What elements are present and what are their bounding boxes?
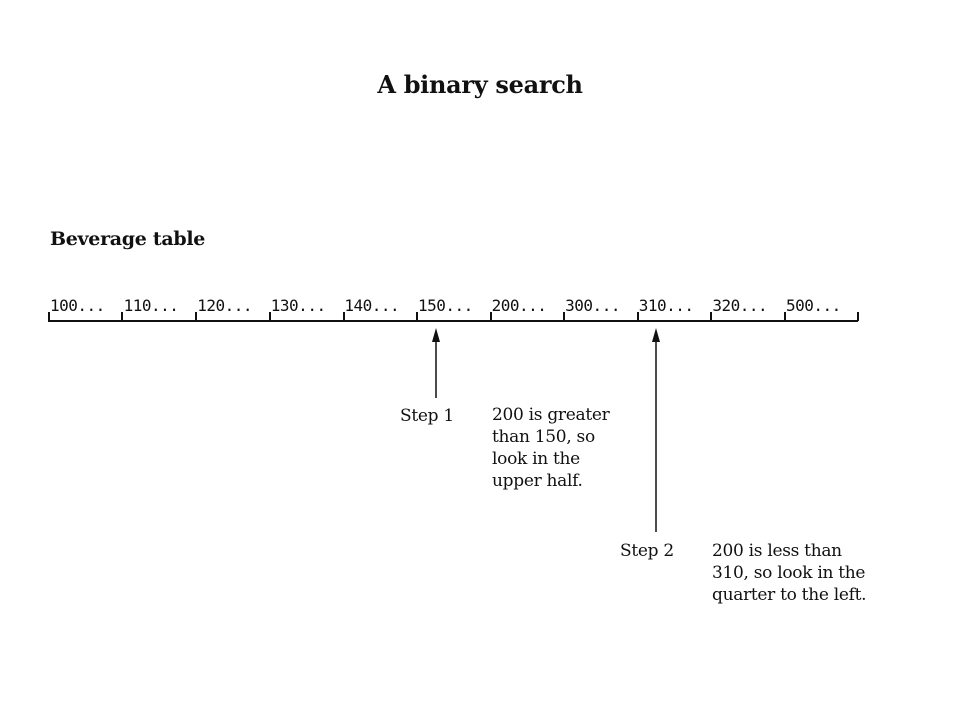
table-entry: 120... bbox=[197, 296, 252, 315]
step-2-note-line: 200 is less than bbox=[712, 541, 842, 561]
table-tick bbox=[637, 312, 639, 321]
table-tick bbox=[121, 312, 123, 321]
table-heading: Beverage table bbox=[50, 228, 206, 250]
step-2-note-line: 310, so look in the bbox=[712, 563, 866, 583]
step-2-note-line: quarter to the left. bbox=[712, 585, 867, 605]
table-entry: 200... bbox=[491, 296, 547, 315]
step-1-note-line: look in the bbox=[492, 449, 580, 469]
table-entry: 140... bbox=[344, 296, 400, 315]
diagram-title: A binary search bbox=[377, 70, 583, 99]
step-1-arrow bbox=[432, 328, 440, 398]
table-entry: 150... bbox=[417, 296, 473, 315]
step-2-arrow bbox=[652, 328, 660, 532]
step-1-note: 200 is greater than 150, so look in the … bbox=[492, 404, 610, 492]
table-tick bbox=[710, 312, 712, 321]
beverage-table-row: 100... 110... 120... 130... 140... 150..… bbox=[50, 296, 860, 320]
table-tick bbox=[343, 312, 345, 321]
table-entry: 320... bbox=[712, 296, 768, 315]
table-tick bbox=[48, 312, 50, 321]
table-tick bbox=[269, 312, 271, 321]
step-1-note-line: upper half. bbox=[492, 471, 583, 491]
table-tick bbox=[490, 312, 492, 321]
table-entry: 300... bbox=[565, 296, 620, 315]
step-1-note-line: than 150, so bbox=[492, 427, 595, 447]
table-entry: 310... bbox=[638, 296, 694, 315]
step-2-note: 200 is less than 310, so look in the qua… bbox=[712, 540, 867, 606]
table-tick bbox=[784, 312, 786, 321]
step-1-label: Step 1 bbox=[400, 406, 454, 426]
step-2-label: Step 2 bbox=[620, 541, 674, 561]
table-tick bbox=[416, 312, 418, 321]
table-tick bbox=[195, 312, 197, 321]
table-tick bbox=[857, 312, 859, 321]
table-entry: 500... bbox=[785, 296, 841, 315]
table-tick bbox=[563, 312, 565, 321]
table-entry: 130... bbox=[270, 296, 326, 315]
table-entry: 110... bbox=[123, 296, 179, 315]
table-baseline bbox=[48, 320, 858, 322]
table-entry: 100... bbox=[50, 296, 105, 315]
step-1-note-line: 200 is greater bbox=[492, 405, 610, 425]
